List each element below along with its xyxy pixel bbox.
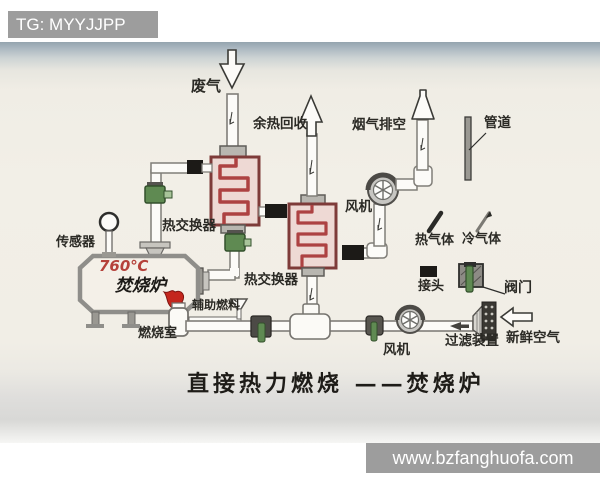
label-sensor: 传感器 [56, 235, 96, 250]
sensor-gauge-icon [98, 211, 120, 233]
fresh-air-valve-2-stem [370, 321, 378, 342]
label-temperature: 760℃ [99, 257, 149, 275]
connector-exchanger-2-fan [342, 245, 364, 260]
flow-mark [377, 217, 383, 231]
left-valve [144, 185, 166, 204]
flow-arrow-icon [450, 322, 469, 331]
fresh-air-valve-1-stem [257, 322, 266, 343]
fan-riser-pipe [373, 203, 386, 247]
watermark-banner-bottom: www.bzfanghuofa.com [366, 443, 600, 473]
fresh-air-arrow-icon [499, 306, 533, 328]
label-pipe: 管道 [484, 115, 511, 131]
chimney-pipe [416, 119, 429, 171]
incinerator-top-flange [139, 241, 171, 249]
top-fan-blades [374, 181, 392, 199]
heat-exchanger-1-top-cap [219, 145, 247, 158]
filter-screen [481, 301, 497, 341]
incinerator-leg-1 [91, 311, 100, 326]
label-filter-device: 过滤装置 [445, 333, 499, 349]
heat-recovery-pipe [306, 133, 318, 197]
label-fan-top: 风机 [345, 199, 372, 215]
connector-left-to-exchanger-1 [187, 160, 203, 174]
valve-legend-stem [465, 265, 474, 293]
waste-gas-arrow-icon [218, 49, 246, 90]
label-waste-gas: 废气 [191, 77, 222, 95]
label-cold-gas: 冷气体 [462, 232, 502, 247]
left-riser-pipe-lower [150, 201, 162, 245]
heat-exchanger-2-bottom-cap [301, 267, 325, 277]
flow-mark [420, 137, 426, 151]
label-heat-exchanger-1: 热交换器 [162, 218, 216, 234]
flow-mark [309, 159, 315, 175]
connector-exchanger-1-2 [265, 204, 287, 218]
incinerator-foot-1 [86, 324, 104, 328]
label-heat-recovery: 余热回收 [253, 116, 307, 132]
label-flue-exhaust: 烟气排空 [352, 117, 406, 133]
waste-gas-pipe [226, 93, 239, 151]
label-combustion-chamber: 燃烧室 [138, 326, 178, 341]
label-fan-bottom: 风机 [383, 342, 410, 358]
valve-legend-pointer [482, 286, 506, 295]
left-valve-stub [163, 190, 173, 199]
elbow-joint-fill [230, 268, 239, 276]
filter-cone-hatch [476, 309, 481, 335]
bottom-fan-housing [394, 304, 426, 321]
heat-exchanger-2-body [287, 202, 338, 270]
stub-into-exchanger-1 [201, 163, 213, 173]
label-hot-gas: 热气体 [415, 233, 455, 248]
sensor-stem [105, 230, 113, 256]
sensor-base [102, 252, 116, 257]
left-valve-cap [147, 182, 163, 187]
valve-below-exchanger-1-cap [227, 230, 243, 235]
label-incinerator: 焚烧炉 [115, 276, 166, 296]
cold-gas-slash-icon [475, 211, 491, 233]
hot-gas-slash-icon [426, 210, 444, 234]
watermark-banner-top: TG: MYYJJPP [8, 11, 158, 38]
incinerator-leg-2 [127, 311, 136, 326]
t-junction-body [289, 313, 331, 340]
heat-recovery-arrow-icon [298, 93, 324, 137]
valve-below-exchanger-1-stub [243, 238, 252, 247]
joint-legend-icon [420, 266, 437, 277]
cold-gas-slash-tip [486, 211, 492, 218]
left-elbow-pipe [150, 162, 190, 174]
fuel-funnel-stem [236, 308, 242, 320]
label-valve: 阀门 [504, 280, 532, 296]
label-joint: 接头 [418, 279, 445, 294]
flow-mark [229, 111, 235, 125]
incinerator-right-flange-inner [202, 271, 210, 291]
heat-exchanger-1-coil [218, 158, 250, 224]
flow-mark [309, 287, 315, 301]
label-auxiliary-fuel: 辅助燃料 [192, 298, 241, 312]
bottom-fan-blades [402, 312, 418, 328]
label-fresh-air: 新鲜空气 [506, 330, 560, 346]
flue-exhaust-arrow-icon [411, 89, 435, 120]
label-heat-exchanger-2: 热交换器 [244, 272, 298, 288]
valve-below-exchanger-1 [224, 233, 246, 252]
diagram-caption: 直接热力燃烧 ——焚烧炉 [187, 371, 485, 397]
valve-legend-cap [464, 262, 476, 267]
pipe-legend-pointer [468, 132, 487, 151]
heat-exchanger-2-coil [296, 205, 328, 267]
incinerator-foot-2 [122, 324, 140, 328]
filter-screen-dots [484, 305, 494, 337]
